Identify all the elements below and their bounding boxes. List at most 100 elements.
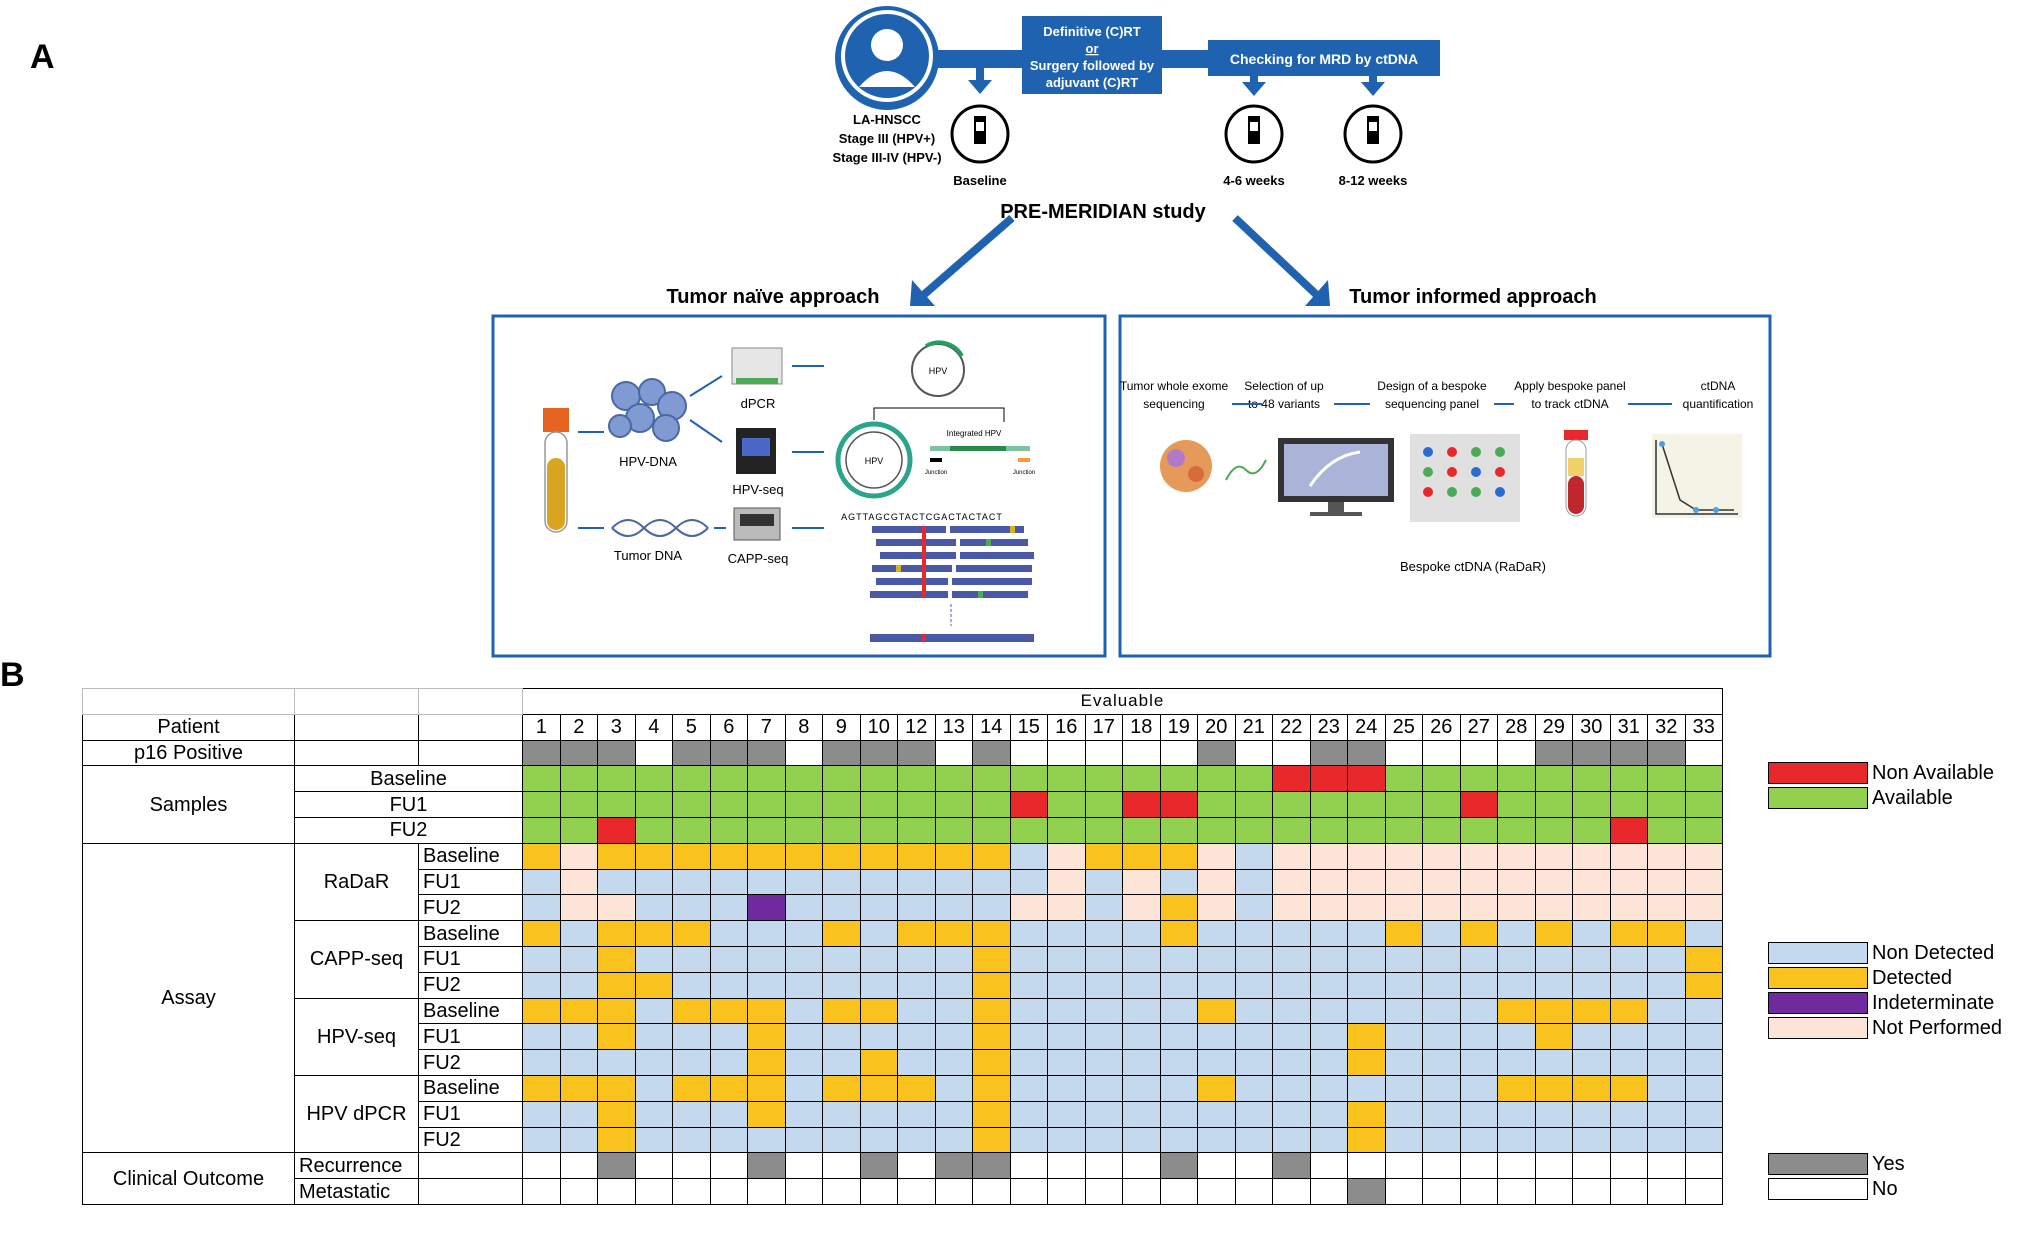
- status-cell: [634, 971, 673, 999]
- status-cell: [1234, 997, 1273, 1025]
- status-cell: [897, 1152, 936, 1180]
- status-cell: [1234, 920, 1273, 947]
- patient-id: 23: [1309, 713, 1348, 741]
- status-cell: [1497, 997, 1536, 1025]
- status-cell: [522, 1178, 561, 1205]
- status-cell: [784, 894, 823, 922]
- status-cell: [1084, 1178, 1123, 1205]
- legend-label: Indeterminate: [1872, 992, 1995, 1014]
- status-cell: [1459, 1178, 1498, 1205]
- status-cell: [1684, 1152, 1723, 1180]
- status-cell: [1009, 1126, 1048, 1154]
- timepoint-label: Baseline: [294, 765, 523, 793]
- status-cell: [1084, 894, 1123, 922]
- status-cell: [859, 1074, 898, 1102]
- status-cell: [522, 1023, 561, 1051]
- status-cell: [972, 816, 1011, 844]
- status-cell: [1647, 1152, 1686, 1180]
- status-cell: [522, 997, 561, 1025]
- status-cell: [597, 816, 636, 844]
- status-cell: [1572, 1152, 1611, 1180]
- status-cell: [1647, 1049, 1686, 1076]
- status-cell: [1609, 842, 1648, 870]
- status-cell: [1009, 997, 1048, 1025]
- status-cell: [747, 1178, 786, 1205]
- status-cell: [597, 1074, 636, 1102]
- status-cell: [1009, 765, 1048, 793]
- status-cell: [1572, 842, 1611, 870]
- patient-label: Patient: [82, 713, 295, 741]
- legend-label: No: [1872, 1178, 1898, 1200]
- status-cell: [822, 791, 861, 818]
- blank-cell: [294, 688, 419, 715]
- status-cell: [1572, 765, 1611, 793]
- status-cell: [1309, 868, 1348, 896]
- status-cell: [597, 1023, 636, 1051]
- status-cell: [1084, 945, 1123, 973]
- patient-line-2: Stage III (HPV+): [839, 131, 935, 146]
- status-cell: [1047, 920, 1086, 947]
- status-cell: [1384, 894, 1423, 922]
- status-cell: [1684, 1023, 1723, 1051]
- status-cell: [1684, 1049, 1723, 1076]
- status-cell: [522, 920, 561, 947]
- status-cell: [597, 868, 636, 896]
- status-cell: [1534, 1023, 1573, 1051]
- status-cell: [672, 842, 711, 870]
- status-cell: [1122, 997, 1161, 1025]
- status-cell: [1497, 791, 1536, 818]
- timepoint-label: FU2: [418, 1126, 523, 1154]
- status-cell: [1272, 1100, 1311, 1128]
- status-cell: [859, 765, 898, 793]
- svg-text:HPV: HPV: [929, 366, 948, 376]
- status-cell: [822, 1100, 861, 1128]
- patient-id: 24: [1347, 713, 1386, 741]
- status-cell: [1009, 894, 1048, 922]
- status-cell: [634, 1126, 673, 1154]
- status-cell: [1084, 868, 1123, 896]
- tube-icon: [950, 104, 1403, 164]
- status-cell: [597, 920, 636, 947]
- status-cell: [784, 971, 823, 999]
- status-cell: [1272, 1023, 1311, 1051]
- status-cell: [1159, 791, 1198, 818]
- patient-id: 10: [859, 713, 898, 741]
- status-cell: [1047, 945, 1086, 973]
- blank-cell: [418, 688, 523, 715]
- status-cell: [1197, 945, 1236, 973]
- blank-cell: [418, 1178, 523, 1205]
- status-cell: [1122, 816, 1161, 844]
- status-cell: [1572, 868, 1611, 896]
- status-cell: [934, 765, 973, 793]
- status-cell: [1197, 894, 1236, 922]
- status-cell: [934, 971, 973, 999]
- status-cell: [1347, 765, 1386, 793]
- status-cell: [822, 739, 861, 767]
- status-cell: [1197, 1152, 1236, 1180]
- status-cell: [747, 1023, 786, 1051]
- timepoint-label: FU1: [294, 791, 523, 818]
- status-cell: [934, 894, 973, 922]
- status-cell: [1234, 739, 1273, 767]
- status-cell: [1309, 765, 1348, 793]
- status-cell: [522, 868, 561, 896]
- status-cell: [897, 894, 936, 922]
- status-cell: [1497, 945, 1536, 973]
- status-cell: [1272, 1126, 1311, 1154]
- svg-text:4-6 weeks: 4-6 weeks: [1223, 173, 1284, 188]
- dpcr-instrument-icon: [731, 347, 783, 385]
- status-cell: [559, 868, 598, 896]
- status-cell: [784, 816, 823, 844]
- timepoint-label: FU2: [418, 1049, 523, 1076]
- status-cell: [597, 1126, 636, 1154]
- status-cell: [1572, 1100, 1611, 1128]
- status-cell: [747, 868, 786, 896]
- status-cell: [672, 894, 711, 922]
- status-cell: [784, 1049, 823, 1076]
- status-cell: [972, 894, 1011, 922]
- patient-id: 13: [934, 713, 973, 741]
- status-cell: [1122, 894, 1161, 922]
- patient-id: 15: [1009, 713, 1048, 741]
- status-cell: [1497, 842, 1536, 870]
